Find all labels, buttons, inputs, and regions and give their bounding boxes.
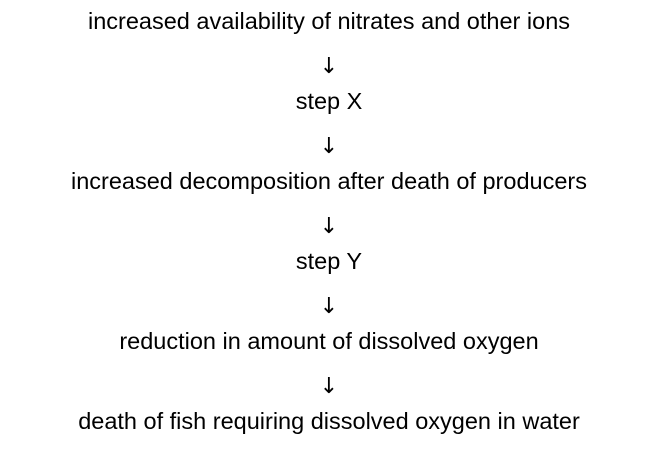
- step-box-3: increased decomposition after death of p…: [70, 168, 587, 194]
- down-arrow-icon-4: ↓: [319, 294, 339, 319]
- down-arrow-icon-2: ↓: [319, 134, 339, 159]
- step-box-4: step Y: [295, 248, 363, 274]
- step-box-6: death of fish requiring dissolved oxygen…: [78, 408, 580, 434]
- down-arrow-icon-5: ↓: [319, 374, 339, 399]
- down-arrow-icon-1: ↓: [319, 54, 339, 79]
- step-box-5: reduction in amount of dissolved oxygen: [119, 328, 539, 354]
- step-box-2: step X: [295, 88, 363, 114]
- step-box-1: increased availability of nitrates and o…: [87, 8, 571, 34]
- down-arrow-icon-3: ↓: [319, 214, 339, 239]
